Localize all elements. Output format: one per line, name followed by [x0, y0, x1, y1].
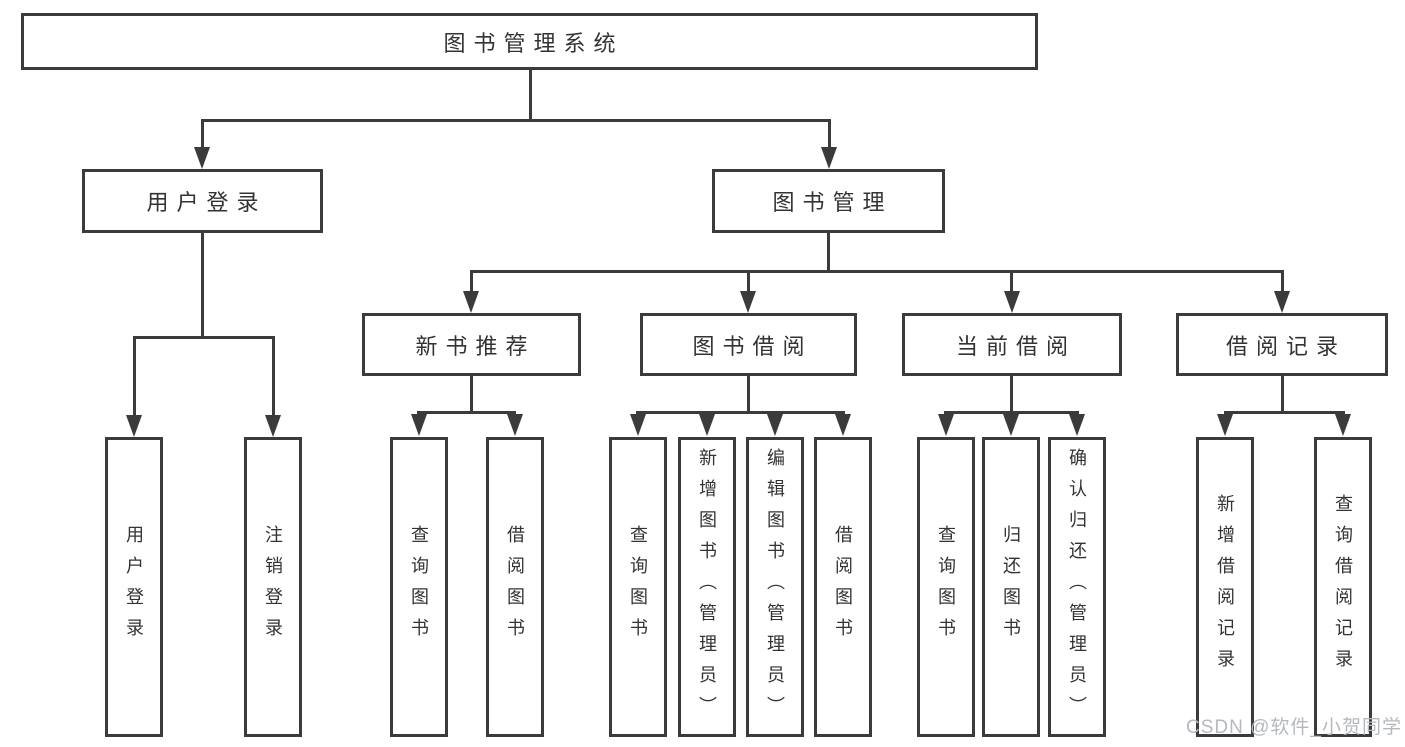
connector-book-mgmt-stub-3: [1010, 273, 1013, 291]
node-book-management: 图书管理: [712, 169, 945, 233]
leaf-add-books-admin: 新增图书（管理员）: [678, 437, 736, 737]
leaf-borrowing-query-books-label: 查询图书: [628, 525, 648, 649]
node-book-borrowing: 图书借阅: [640, 313, 857, 376]
leaf-edit-books-admin-label: 编辑图书（管理员）: [765, 447, 785, 727]
leaf-add-books-admin-label: 新增图书（管理员）: [697, 447, 717, 727]
node-new-book-recommend: 新书推荐: [362, 313, 581, 376]
leaf-confirm-return-admin: 确认归还（管理员）: [1048, 437, 1106, 737]
node-user-login: 用户登录: [82, 169, 323, 233]
node-new-book-recommend-label: 新书推荐: [415, 333, 536, 359]
connector-borrowing-vline: [747, 376, 750, 411]
connector-book-mgmt-stub-2: [747, 273, 750, 291]
leaf-recommend-query-books: 查询图书: [390, 437, 448, 737]
node-current-borrowing-label: 当前借阅: [955, 333, 1076, 359]
connector-records-vline: [1281, 376, 1284, 411]
leaf-edit-books-admin: 编辑图书（管理员）: [746, 437, 804, 737]
node-current-borrowing: 当前借阅: [902, 313, 1122, 376]
arrowhead-current-leaf-2: [1003, 414, 1019, 436]
connector-borrowing-hline: [636, 411, 845, 414]
connector-user-login-hline: [133, 336, 275, 339]
connector-book-mgmt-stub-1: [470, 273, 473, 291]
connector-current-hline: [944, 411, 1079, 414]
connector-user-login-stub-1: [133, 339, 136, 415]
arrowhead-leaf-logout: [265, 415, 281, 437]
leaf-return-books-label: 归还图书: [1001, 525, 1021, 649]
connector-book-mgmt-vline: [827, 233, 830, 270]
arrowhead-records-leaf-2: [1335, 414, 1351, 436]
arrowhead-current-borrowing: [1004, 291, 1020, 313]
node-root-label: 图书管理系统: [443, 30, 624, 56]
connector-user-login-vline: [201, 233, 204, 336]
connector-root-stub-right: [828, 122, 831, 147]
leaf-return-books: 归还图书: [982, 437, 1040, 737]
leaf-recommend-borrow-books: 借阅图书: [486, 437, 544, 737]
connector-recommend-vline: [470, 376, 473, 411]
leaf-user-login: 用户登录: [105, 437, 163, 737]
leaf-add-borrow-record: 新增借阅记录: [1196, 437, 1254, 737]
leaf-recommend-borrow-books-label: 借阅图书: [505, 525, 525, 649]
leaf-add-borrow-record-label: 新增借阅记录: [1215, 494, 1235, 680]
connector-current-vline: [1010, 376, 1013, 411]
connector-book-mgmt-stub-4: [1281, 273, 1284, 291]
arrowhead-records-leaf-1: [1217, 414, 1233, 436]
leaf-current-query-books-label: 查询图书: [936, 525, 956, 649]
arrowhead-borrowing-leaf-4: [835, 414, 851, 436]
arrowhead-borrowing-leaf-2: [699, 414, 715, 436]
arrowhead-new-book-recommend: [463, 291, 479, 313]
watermark: CSDN @软件_小贺同学: [1186, 717, 1402, 738]
arrowhead-current-leaf-1: [938, 414, 954, 436]
leaf-borrowing-query-books: 查询图书: [609, 437, 667, 737]
arrowhead-recommend-leaf-2: [507, 414, 523, 436]
node-book-management-label: 图书管理: [772, 190, 893, 215]
leaf-borrowing-borrow-books: 借阅图书: [814, 437, 872, 737]
connector-user-login-stub-2: [272, 339, 275, 415]
connector-root-hline: [201, 119, 831, 122]
arrowhead-current-leaf-3: [1069, 414, 1085, 436]
arrowhead-book-borrowing: [740, 291, 756, 313]
arrowhead-borrowing-leaf-1: [630, 414, 646, 436]
connector-recommend-hline: [417, 411, 516, 414]
leaf-borrowing-borrow-books-label: 借阅图书: [833, 525, 853, 649]
node-book-borrowing-label: 图书借阅: [692, 333, 813, 359]
leaf-confirm-return-admin-label: 确认归还（管理员）: [1067, 447, 1087, 727]
leaf-user-login-label: 用户登录: [124, 525, 144, 649]
connector-book-mgmt-hline: [470, 270, 1284, 273]
arrowhead-borrowing-leaf-3: [767, 414, 783, 436]
node-root: 图书管理系统: [21, 13, 1038, 70]
leaf-query-borrow-record: 查询借阅记录: [1314, 437, 1372, 737]
arrowhead-leaf-user-login: [126, 415, 142, 437]
arrowhead-book-management: [821, 147, 837, 169]
connector-root-stub-left: [201, 122, 204, 147]
node-user-login-label: 用户登录: [146, 190, 267, 215]
connector-records-hline: [1224, 411, 1345, 414]
arrowhead-recommend-leaf-1: [411, 414, 427, 436]
arrowhead-user-login: [194, 147, 210, 169]
leaf-current-query-books: 查询图书: [917, 437, 975, 737]
leaf-recommend-query-books-label: 查询图书: [409, 525, 429, 649]
leaf-query-borrow-record-label: 查询借阅记录: [1333, 494, 1353, 680]
arrowhead-borrowing-records: [1274, 291, 1290, 313]
leaf-logout-login: 注销登录: [244, 437, 302, 737]
connector-root-vline: [529, 70, 532, 119]
leaf-logout-login-label: 注销登录: [263, 525, 283, 649]
node-borrowing-records: 借阅记录: [1176, 313, 1388, 376]
node-borrowing-records-label: 借阅记录: [1225, 333, 1346, 359]
